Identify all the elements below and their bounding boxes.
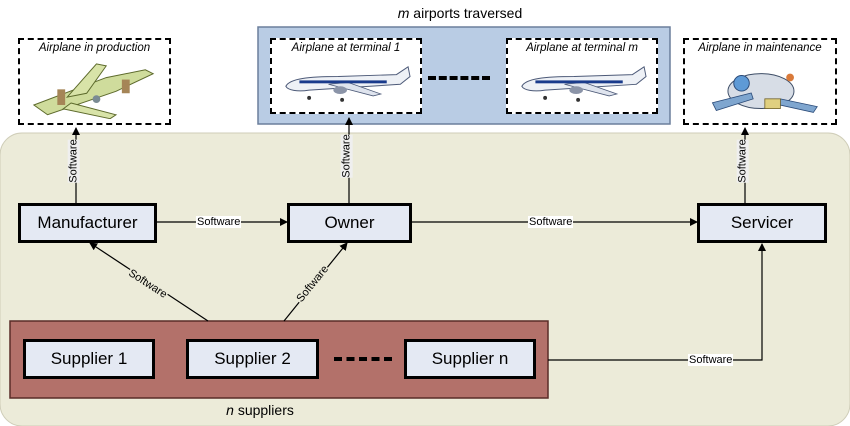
suppliers-caption: n suppliers — [190, 402, 330, 418]
manufacturer-node: Manufacturer — [18, 203, 157, 243]
edge-label-owner-servicer: Software — [528, 216, 574, 228]
edge-label-manufacturer-owner: Software — [196, 216, 242, 228]
airplane-terminal-m-title: Airplane at terminal m — [526, 42, 638, 54]
airplane-maintenance-box: Airplane in maintenance — [683, 38, 837, 125]
servicer-node: Servicer — [697, 203, 827, 243]
airplane-production-icon — [32, 63, 155, 119]
airplane-terminal-1-box: Airplane at terminal 1 — [270, 38, 422, 114]
airplane-terminal-1-icon — [280, 61, 412, 108]
supplier-1-node: Supplier 1 — [23, 339, 155, 379]
airplane-terminal-1-title: Airplane at terminal 1 — [291, 42, 401, 54]
supplier-ellipsis — [334, 357, 392, 361]
supplier-n-node: Supplier n — [404, 339, 536, 379]
airplane-terminal-m-box: Airplane at terminal m — [506, 38, 658, 114]
owner-node: Owner — [287, 203, 412, 243]
edge-label-servicer-maintenance: Software — [736, 139, 749, 183]
airports-caption-text: airports traversed — [409, 5, 523, 21]
airplane-maintenance-title: Airplane in maintenance — [698, 42, 822, 54]
airports-count-var: m — [397, 5, 410, 21]
suppliers-count-var: n — [226, 402, 234, 418]
supplier-2-node: Supplier 2 — [186, 339, 319, 379]
edge-supplier-servicer — [548, 243, 766, 361]
edge-label-manufacturer-production: Software — [67, 139, 80, 183]
airports-caption: m airports traversed — [330, 5, 590, 21]
edge-label-supplier-servicer: Software — [688, 354, 734, 366]
airplane-production-box: Airplane in production — [18, 38, 171, 125]
airplane-maintenance-icon — [711, 73, 818, 113]
suppliers-caption-text: suppliers — [233, 402, 294, 418]
terminal-ellipsis — [428, 76, 490, 80]
airplane-terminal-m-icon — [516, 61, 648, 108]
edge-label-owner-terminal: Software — [340, 134, 353, 178]
airplane-production-title: Airplane in production — [38, 42, 151, 54]
